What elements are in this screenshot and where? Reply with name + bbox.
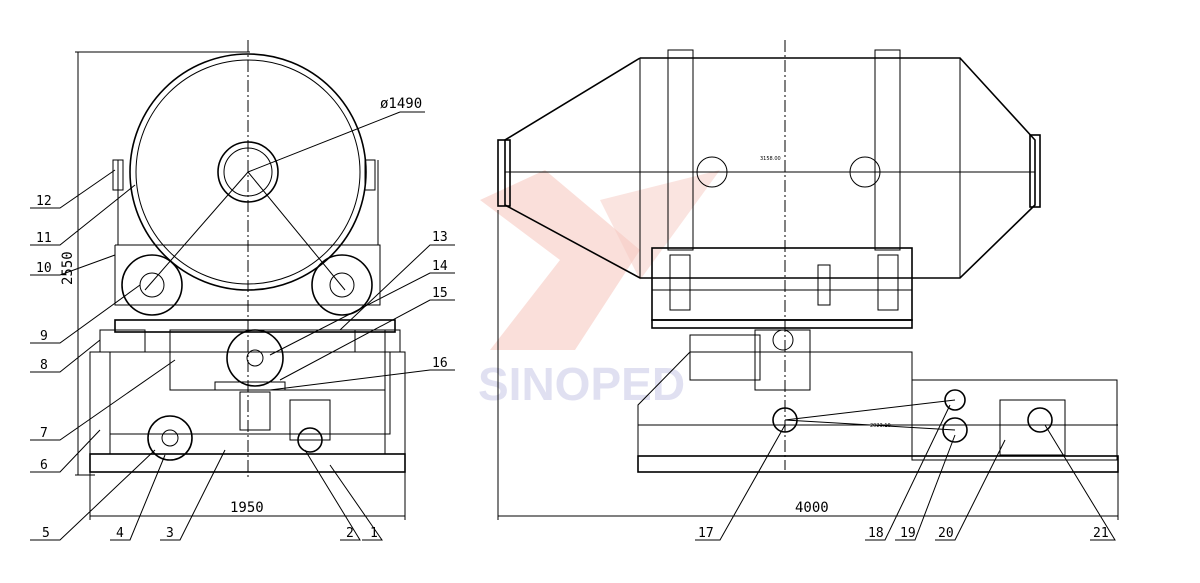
diameter-dimension: ø1490	[380, 96, 422, 112]
part-label-5: 5	[42, 526, 50, 541]
part-label-18: 18	[868, 526, 884, 541]
front-view	[497, 40, 1119, 541]
part-label-3: 3	[166, 526, 174, 541]
part-label-6: 6	[40, 458, 48, 473]
inner-dimension-top: 3158.00	[760, 156, 781, 162]
part-label-1: 1	[370, 526, 378, 541]
part-label-15: 15	[432, 286, 448, 301]
part-label-13: 13	[432, 230, 448, 245]
part-label-21: 21	[1093, 526, 1109, 541]
part-label-12: 12	[36, 194, 52, 209]
length-dimension: 4000	[795, 500, 829, 516]
side-view	[30, 40, 455, 541]
part-label-16: 16	[432, 356, 448, 371]
part-label-9: 9	[40, 329, 48, 344]
width-dimension: 1950	[230, 500, 264, 516]
watermark-text: SINOPED	[478, 358, 685, 410]
part-label-11: 11	[36, 231, 52, 246]
height-dimension: 2550	[60, 251, 76, 285]
part-label-10: 10	[36, 261, 52, 276]
watermark-logo	[480, 170, 720, 350]
part-label-17: 17	[698, 526, 714, 541]
inner-dimension-bottom: 2023.10	[870, 423, 891, 429]
part-label-19: 19	[900, 526, 916, 541]
part-label-8: 8	[40, 358, 48, 373]
part-label-7: 7	[40, 426, 48, 441]
part-label-4: 4	[116, 526, 124, 541]
part-label-20: 20	[938, 526, 954, 541]
part-label-2: 2	[346, 526, 354, 541]
part-label-14: 14	[432, 259, 448, 274]
